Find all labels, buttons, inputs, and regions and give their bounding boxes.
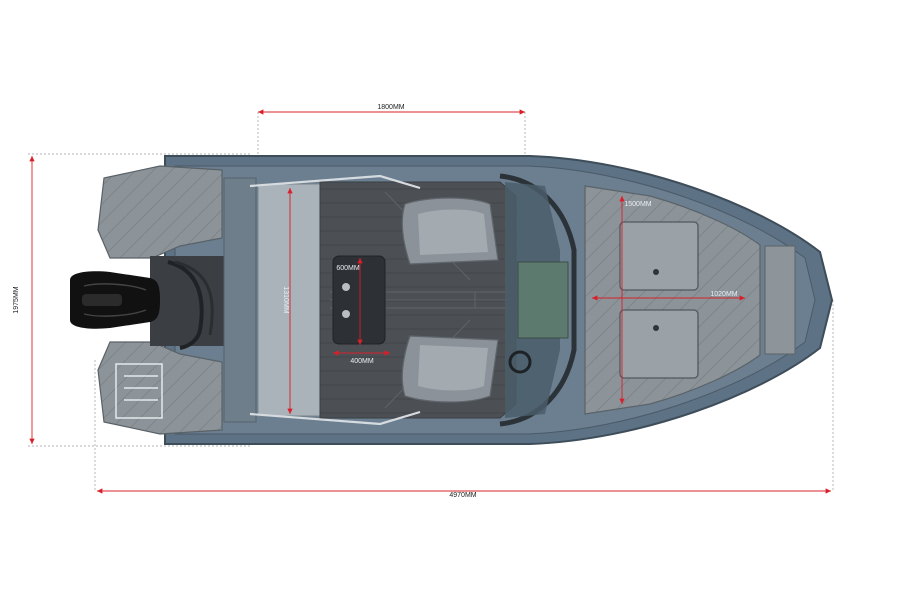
bow-hatch-top [619,221,699,291]
label-cockpit-length: 1310MM [282,286,289,313]
anchor-locker [764,245,796,355]
boarding-ladder [115,363,163,419]
label-bow-length: 1020MM [710,291,737,298]
label-width-top: 1800MM [377,104,404,111]
label-table-width: 400MM [350,358,374,365]
outboard-engine [70,271,160,329]
guide-lines [28,112,834,492]
rail-top [249,174,421,190]
label-bow-width: 1500MM [624,201,651,208]
hull [70,155,834,445]
dimension-lines [29,109,831,494]
label-beam: 1975MM [13,286,20,313]
rail-bottom [249,410,421,426]
bow-hatch-bottom [619,309,699,379]
label-length: 4970MM [449,492,476,499]
helm-seat-bottom [401,335,499,403]
swim-platform-bottom [97,341,223,435]
steering-wheel [508,350,532,374]
rear-bench [223,177,257,423]
walkthrough [517,261,569,339]
helm-seat-top [401,197,499,265]
label-table-height: 600MM [336,265,360,272]
swim-platform-top [97,165,223,259]
